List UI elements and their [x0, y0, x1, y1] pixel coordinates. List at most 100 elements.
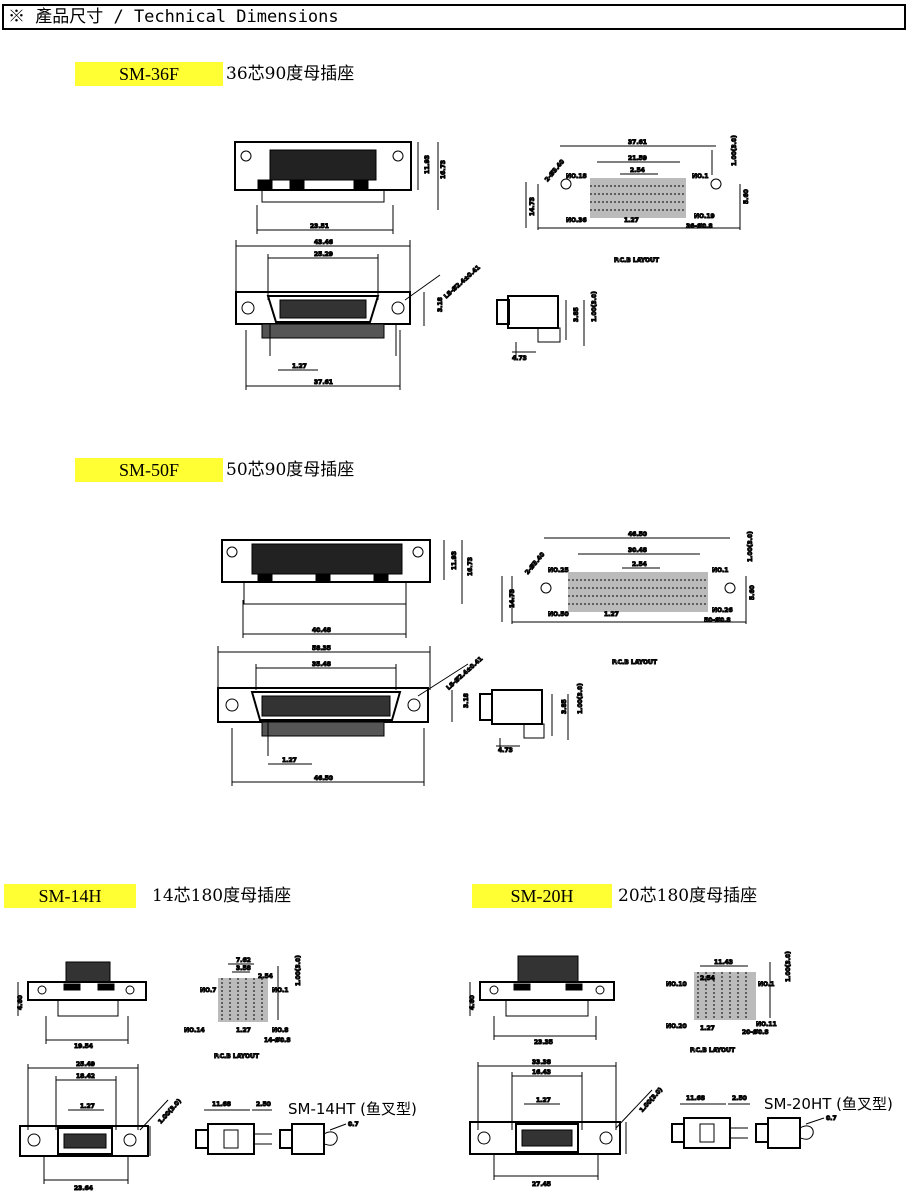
dim: 37.61: [314, 379, 333, 386]
dim: 1.27: [80, 1103, 95, 1110]
dim: 5.60: [743, 189, 750, 204]
model-tag: SM-36F: [75, 62, 223, 86]
dim: 2.50: [256, 1101, 271, 1108]
dim: 11.93: [451, 551, 458, 570]
pin-label: NO.26: [712, 607, 733, 614]
dim: 1.00(3.0): [577, 683, 584, 714]
dim: 3.85: [573, 307, 580, 322]
dim: LS-Ø2.4±0.41: [443, 264, 482, 300]
dim: 27.45: [532, 1181, 551, 1188]
dim: LS-Ø2.4±0.41: [445, 655, 484, 691]
section-header: ※ 產品尺寸 / Technical Dimensions: [2, 4, 906, 30]
dim: 50-Ø0.8: [704, 617, 731, 624]
model-tag: SM-20H: [472, 884, 612, 908]
dim: 16.73: [467, 557, 474, 576]
pcb-caption: P.C.B LAYOUT: [612, 659, 658, 666]
dim: 37.61: [628, 139, 647, 146]
variant-label: SM-20HT (鱼叉型): [764, 1095, 893, 1113]
pin-label: NO.14: [184, 1027, 205, 1034]
dim: 30.48: [628, 547, 647, 554]
pcb-layout: [694, 962, 771, 1020]
dim: 1.27: [536, 1097, 551, 1104]
dim: 1.27: [282, 757, 297, 764]
dim: 3.18: [437, 297, 444, 312]
dim: 4.60: [469, 995, 476, 1010]
dim: 2.50: [732, 1095, 747, 1102]
pin-label: NO.1: [758, 981, 774, 988]
dim: 35.48: [312, 661, 331, 668]
front-view: [19, 1064, 169, 1184]
dim: 4.60: [17, 995, 24, 1010]
pin-label: NO.20: [666, 1023, 687, 1030]
dim: 2.54: [258, 973, 273, 980]
dim: 14.73: [509, 589, 516, 608]
dim: 40.48: [312, 627, 331, 634]
dim: 19.54: [74, 1043, 93, 1050]
model-tag: SM-14H: [4, 884, 136, 908]
dim: 23.35: [534, 1039, 553, 1046]
front-view: [217, 646, 469, 786]
pin-label: NO.7: [200, 987, 216, 994]
dim: 1.00(3.0): [591, 291, 598, 322]
dim: 0.7: [348, 1121, 359, 1128]
top-view: [234, 141, 439, 234]
pin-label: NO.19: [694, 213, 715, 220]
drawing-sm14h: 19.54 4.60 25.49 18.42 1.27 23.64 1.00(3…: [17, 954, 360, 1192]
dim: 58.35: [312, 645, 331, 652]
top-view: [221, 539, 463, 638]
harpoon-variant-view: [279, 1123, 347, 1155]
dim: 3.85: [561, 699, 568, 714]
dim: 16.73: [440, 160, 447, 179]
drawing-sm20h: 23.35 4.60 33.38 16.43 1.27 27.45 1.00(3…: [469, 950, 838, 1188]
dim: 20-Ø0.8: [742, 1029, 769, 1036]
pin-label: NO.8: [272, 1027, 288, 1034]
model-label: SM-36F: [118, 64, 180, 84]
model-label: SM-50F: [118, 460, 180, 480]
model-label: SM-20H: [510, 886, 574, 906]
top-view: [469, 955, 615, 1040]
section-title: ※ 產品尺寸 / Technical Dimensions: [8, 7, 339, 27]
dim: 36-Ø0.8: [686, 223, 713, 230]
front-view: [469, 1062, 653, 1180]
dim: 11.68: [212, 1101, 231, 1108]
dim: 3.18: [463, 693, 470, 708]
dim: 1.00(3.0): [731, 135, 738, 166]
dim: 3.58: [236, 965, 251, 972]
model-description: 36芯90度母插座: [226, 64, 355, 84]
dim: 33.38: [532, 1059, 551, 1066]
pcb-caption: P.C.B LAYOUT: [214, 1053, 260, 1060]
dim: 2.54: [632, 561, 647, 568]
dim: 0.7: [826, 1115, 837, 1122]
dim: 11.43: [714, 959, 733, 966]
top-view: [17, 961, 147, 1044]
dim: 25.29: [314, 251, 333, 258]
dim: 46.50: [314, 775, 333, 782]
pin-label: NO.1: [272, 987, 288, 994]
dim: 23.64: [74, 1185, 93, 1192]
dim: 2.54: [630, 167, 645, 174]
pin-label: NO.36: [566, 217, 587, 224]
dim: 4.73: [512, 355, 527, 362]
dim: 11.68: [686, 1095, 705, 1102]
side-view: [479, 689, 569, 752]
dim: 2.54: [700, 975, 715, 982]
dim: 1.27: [292, 363, 307, 370]
dim: 23.51: [310, 223, 329, 230]
dim: 11.93: [424, 155, 431, 174]
pin-label: NO.10: [666, 981, 687, 988]
model-description: 14芯180度母插座: [152, 886, 292, 906]
dim: 2-Ø3.40: [524, 551, 546, 576]
model-description: 50芯90度母插座: [226, 460, 355, 480]
pcb-caption: P.C.B LAYOUT: [690, 1047, 736, 1054]
dim: 25.49: [76, 1061, 95, 1068]
side-view: [496, 295, 585, 358]
pin-label: NO.18: [566, 173, 587, 180]
pcb-layout: [218, 963, 279, 1022]
dim: 14-Ø0.8: [264, 1037, 291, 1044]
dim: 5.60: [749, 585, 756, 600]
pin-label: NO.1: [712, 567, 728, 574]
model-tag: SM-50F: [75, 458, 223, 482]
dim: 7.62: [236, 957, 251, 964]
dim: 14.73: [529, 197, 536, 216]
